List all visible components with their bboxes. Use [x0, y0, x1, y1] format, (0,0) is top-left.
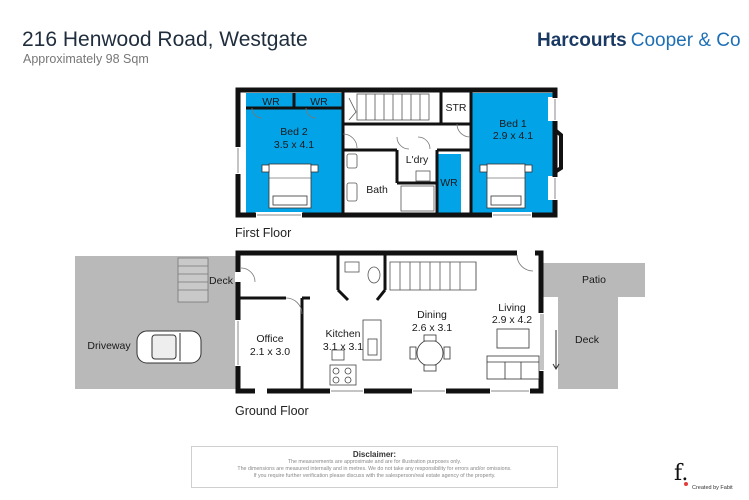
label-kitchen-size: 3.1 x 3.1 — [323, 341, 363, 353]
property-area: Approximately 98 Sqm — [23, 52, 149, 66]
ground-floor-label: Ground Floor — [235, 404, 309, 418]
first-floor-label: First Floor — [235, 226, 292, 240]
driveway-area — [75, 256, 238, 389]
label-bed1-name: Bed 1 — [499, 118, 527, 130]
fabit-logo-icon: f. — [674, 461, 689, 486]
label-wr-1: WR — [262, 96, 280, 108]
label-office-size: 2.1 x 3.0 — [250, 346, 290, 358]
disclaimer-title: Disclaimer: — [352, 450, 397, 459]
disclaimer-line-1: The measurements are approximate and are… — [287, 459, 462, 465]
label-kitchen-name: Kitchen — [325, 328, 360, 340]
patio-area — [541, 263, 645, 297]
label-bed1-size: 2.9 x 4.1 — [493, 130, 533, 142]
label-deck-front: Deck — [209, 275, 234, 287]
agency-brand-secondary: Cooper & Co — [630, 30, 741, 51]
agency-brand-primary: Harcourts — [537, 30, 627, 51]
label-driveway: Driveway — [87, 340, 131, 352]
label-str: STR — [446, 102, 467, 114]
disclaimer-line-2: The dimensions are measured internally a… — [237, 466, 512, 472]
floor-plan: WR WR Bed 2 3.5 x 4.1 STR Bed 1 2.9 x 4.… — [75, 87, 645, 394]
label-bed2-size: 3.5 x 4.1 — [274, 139, 314, 151]
label-living-size: 2.9 x 4.2 — [492, 314, 532, 326]
room-labels: WR WR Bed 2 3.5 x 4.1 STR Bed 1 2.9 x 4.… — [87, 96, 606, 358]
label-wr-2: WR — [310, 96, 328, 108]
first-floor-plan — [235, 87, 563, 218]
label-bed2-name: Bed 2 — [280, 126, 308, 138]
fabit-dot-icon — [684, 482, 688, 486]
label-wr-3: WR — [440, 177, 458, 189]
disclaimer-box: Disclaimer: The measurements are approxi… — [191, 446, 558, 488]
label-patio: Patio — [582, 274, 606, 286]
wr3-area — [437, 154, 461, 213]
disclaimer-line-3: If you require further verification plea… — [253, 473, 496, 479]
label-living-name: Living — [498, 302, 526, 314]
label-dining-name: Dining — [417, 309, 447, 321]
property-address: 216 Henwood Road, Westgate — [22, 28, 308, 51]
fabit-credit: Created by Fabit — [692, 485, 733, 491]
label-office-name: Office — [256, 333, 283, 345]
car-icon — [136, 330, 202, 364]
label-bath: Bath — [366, 184, 388, 196]
label-laundry: L'dry — [406, 154, 429, 166]
ground-floor-plan — [75, 250, 645, 394]
label-dining-size: 2.6 x 3.1 — [412, 322, 452, 334]
label-deck-side: Deck — [575, 334, 600, 346]
